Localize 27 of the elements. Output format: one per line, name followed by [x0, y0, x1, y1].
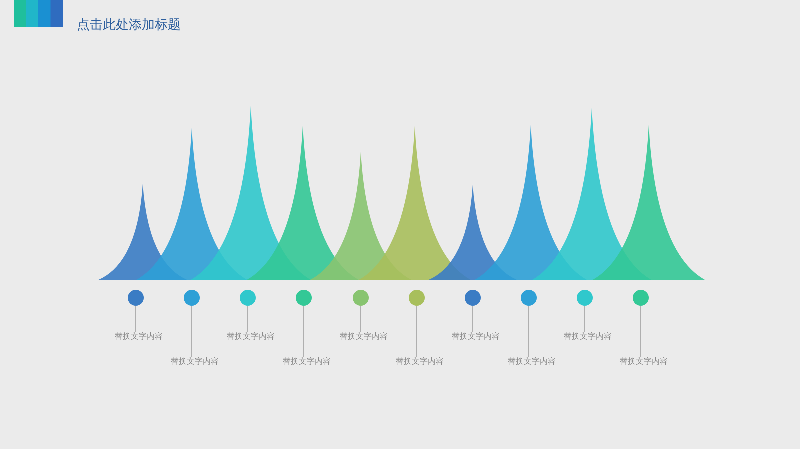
- caption-text: 替换文字内容: [452, 332, 500, 342]
- leader-line: [360, 306, 362, 332]
- timeline-dot: [577, 290, 593, 306]
- leader-line: [640, 306, 642, 358]
- timeline-dot: [521, 290, 537, 306]
- timeline-dot: [128, 290, 144, 306]
- caption-text: 替换文字内容: [396, 357, 444, 367]
- leader-line: [528, 306, 530, 358]
- caption-text: 替换文字内容: [508, 357, 556, 367]
- timeline-dot: [296, 290, 312, 306]
- leader-line: [416, 306, 418, 358]
- timeline-dot: [409, 290, 425, 306]
- title-text: 点击此处添加标题: [77, 17, 181, 34]
- caption-text: 替换文字内容: [171, 357, 219, 367]
- caption-text: 替换文字内容: [283, 357, 331, 367]
- leader-line: [584, 306, 586, 332]
- caption-text: 替换文字内容: [115, 332, 163, 342]
- timeline-dot: [240, 290, 256, 306]
- timeline-dot: [465, 290, 481, 306]
- timeline-dot: [633, 290, 649, 306]
- caption-text: 替换文字内容: [227, 332, 275, 342]
- timeline-dot: [353, 290, 369, 306]
- caption-text: 替换文字内容: [620, 357, 668, 367]
- leader-line: [472, 306, 474, 332]
- caption-text: 替换文字内容: [340, 332, 388, 342]
- caption-text: 替换文字内容: [564, 332, 612, 342]
- timeline-dot: [184, 290, 200, 306]
